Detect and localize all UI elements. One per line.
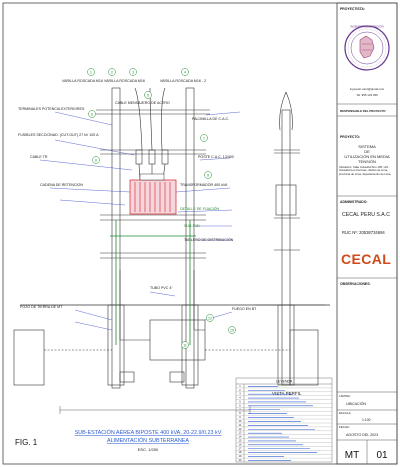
callout-top-3: VARILLA ROSCADA M16 - 2 bbox=[160, 79, 206, 83]
company-ruc: RUC Nº: 20538734694 bbox=[342, 230, 385, 235]
legend-row-number: 7 bbox=[239, 407, 241, 411]
legend-row-number: 11 bbox=[239, 423, 242, 427]
engineer-seal bbox=[344, 25, 390, 71]
proyecto-line-4: TENSIÓN bbox=[358, 159, 376, 164]
callout-transformador: TRANSFORMADOR 400 kVA bbox=[180, 183, 228, 187]
callout-tubo-pvc: TUBO PVC 4" bbox=[150, 286, 173, 290]
fecha-value: AGOSTO DEL 2023 bbox=[346, 433, 378, 437]
legend-row-number: 15 bbox=[239, 439, 242, 443]
num-7: 7 bbox=[203, 136, 205, 140]
legend-row-number: 1 bbox=[239, 384, 241, 388]
fecha-label: FECHA: bbox=[339, 425, 350, 429]
observaciones-label: OBSERVACIONES: bbox=[340, 282, 371, 286]
callout-tablero: TABLERO DE DISTRIBUCIÓN bbox=[184, 237, 234, 242]
callout-palomilla: PALOMILLA DE C.A.C. bbox=[192, 117, 229, 121]
proyecto-ubicacion: Ubicación: Calle Industrial Nro 105, Urb… bbox=[339, 166, 392, 176]
legend-row-number: 10 bbox=[239, 419, 242, 423]
num-12: 12 bbox=[208, 316, 212, 320]
cecal-logo: CECAL bbox=[341, 251, 391, 267]
num-9: 9 bbox=[207, 173, 209, 177]
num-10: 10 bbox=[230, 328, 234, 332]
legend-header: LEYENDA bbox=[276, 380, 293, 384]
fig-label: FIG. 1 bbox=[15, 438, 38, 447]
num-6: 6 bbox=[91, 112, 93, 116]
proyecto-line-1: SISTEMA bbox=[358, 144, 376, 149]
legend-row-number: 14 bbox=[239, 435, 242, 439]
pole-left bbox=[111, 87, 121, 389]
side-view bbox=[255, 91, 325, 386]
callout-cable-tr: CABLE TR bbox=[30, 155, 48, 159]
escala-label: ESCALA: bbox=[339, 411, 351, 415]
administrado-label: ADMINISTRADO: bbox=[340, 200, 368, 204]
legend-row-number: 17 bbox=[239, 446, 242, 450]
seal-text: INGENIERO ELECTRICISTA bbox=[350, 25, 384, 29]
proyectista-email: ing.kevin.cacc@gmail.com bbox=[350, 87, 385, 91]
company-name: CECAL PERU S.A.C bbox=[342, 212, 390, 218]
legend-row-number: 18 bbox=[239, 450, 242, 454]
callout-terminales: TERMINALES POTENCIA EXTERIORES bbox=[18, 107, 85, 111]
callout-pozo-tierra: POZO DE TIERRA DE MT bbox=[20, 305, 63, 309]
proyecto-label: PROYECTO: bbox=[340, 135, 360, 139]
num-2: 2 bbox=[111, 70, 113, 74]
legend-row-number: 20 bbox=[239, 458, 242, 462]
callout-top-2: VARILLA ROSCADA M16 bbox=[104, 79, 145, 83]
drawing-title: SUB-ESTACIÓN AÉREA BIPOSTE 400 kVA, 20-2… bbox=[75, 429, 222, 436]
num-4: 4 bbox=[184, 70, 186, 74]
callout-fuego: FUEGO EN BT bbox=[232, 307, 257, 311]
drawing-scale: ESC. 1/250 bbox=[138, 447, 159, 452]
sheet-code: MT bbox=[345, 450, 359, 461]
legend-row-number: 12 bbox=[239, 427, 242, 431]
num-11: 11 bbox=[183, 343, 187, 347]
legend-row-number: 13 bbox=[239, 431, 242, 435]
callout-numbers bbox=[87, 68, 236, 349]
lamina-label: LÁMINA: bbox=[339, 394, 351, 398]
ground-conductor bbox=[110, 220, 196, 345]
callout-sub-pad: SUB-PAD bbox=[184, 224, 200, 228]
drawing-subtitle: ALIMENTACIÓN SUBTERRANEA bbox=[107, 437, 189, 444]
legend-row-number: 6 bbox=[239, 403, 241, 407]
num-3: 3 bbox=[132, 70, 134, 74]
proyecto-line-3: UTILIZACIÓN EN MEDIA bbox=[344, 154, 390, 159]
sheet-number: 01 bbox=[376, 450, 388, 461]
legend-row-number: 2 bbox=[239, 388, 241, 392]
side-view-label: VISTA PERFIL bbox=[272, 391, 302, 396]
proyecto-line-2: DE bbox=[364, 149, 370, 154]
callout-fusibles: FUSIBLES SECCIONAD. (CUT-OUT) 27 kV 100 … bbox=[18, 133, 99, 137]
legend-row-number: 5 bbox=[239, 400, 241, 404]
legend-row-number: 16 bbox=[239, 442, 242, 446]
legend-row-number: 3 bbox=[239, 392, 241, 396]
leader-lines bbox=[39, 111, 241, 331]
proyectista-phone: Tel. 955 123 456 bbox=[356, 93, 378, 97]
responsable-label: RESPONSABLE DEL PROYECTO bbox=[340, 109, 386, 113]
callout-cable-mensajero: CABLE MENSAJERO DE ACERO bbox=[115, 101, 170, 105]
num-1: 1 bbox=[90, 70, 92, 74]
num-5: 5 bbox=[147, 93, 149, 97]
num-8: 8 bbox=[95, 158, 97, 162]
legend-row-number: 19 bbox=[239, 454, 242, 458]
proyectista-label: PROYECTISTA: bbox=[340, 7, 365, 11]
callout-top-1: VARILLA ROSCADA M16 bbox=[62, 79, 103, 83]
callout-poste: POSTE C.A.C. 13/400 bbox=[198, 155, 234, 159]
legend-row-number: 4 bbox=[239, 396, 241, 400]
legend-row-number: 9 bbox=[239, 415, 241, 419]
callout-cadena: CADENA DE RETENCION bbox=[40, 183, 83, 187]
transformer bbox=[129, 173, 177, 215]
legend-row-number: 8 bbox=[239, 411, 241, 415]
lamina-value: UBICACIÓN bbox=[346, 401, 366, 406]
pole-right bbox=[185, 87, 195, 389]
escala-value: 1:100 bbox=[362, 418, 371, 422]
callout-detalle-fijacion: DETALLE DE FIJACIÓN bbox=[180, 206, 219, 211]
